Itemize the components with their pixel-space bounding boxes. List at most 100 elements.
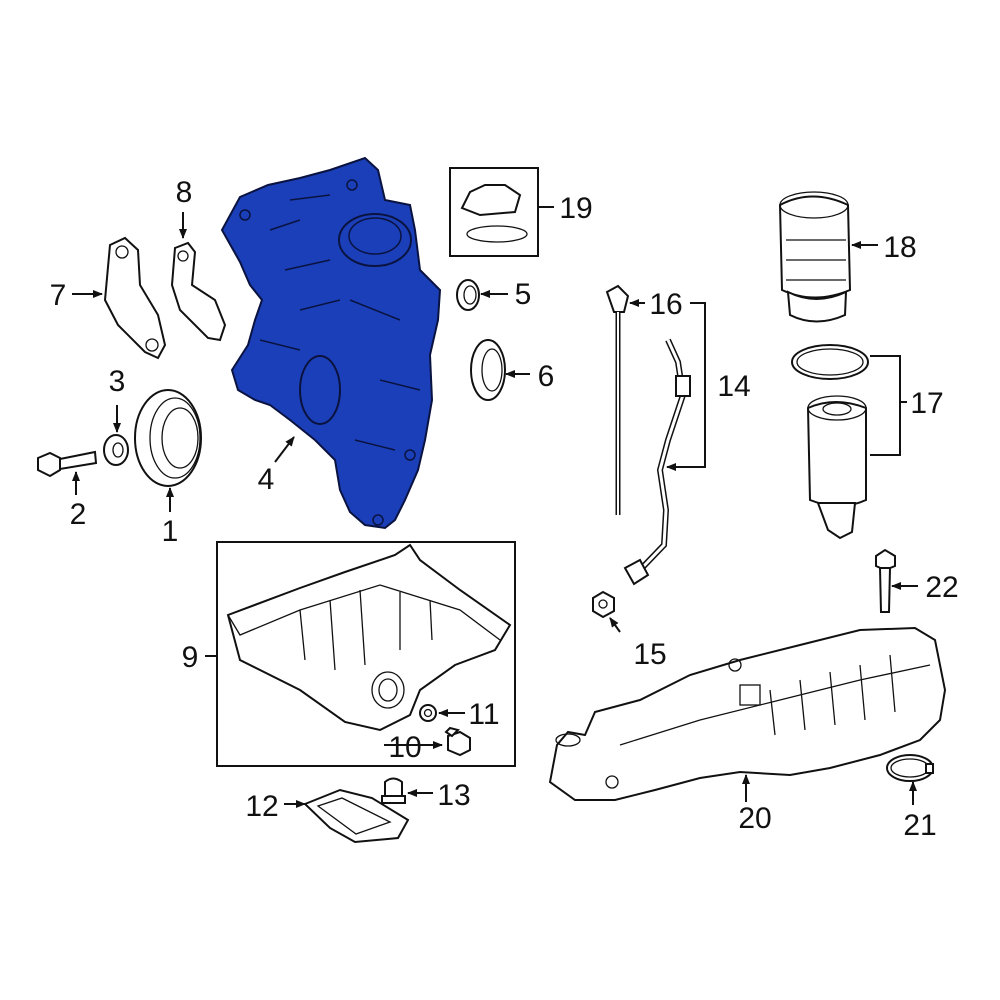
bolt-head[interactable] — [37, 451, 61, 478]
large-seal-inner — [481, 348, 503, 392]
cap-body[interactable] — [460, 184, 522, 217]
drain-plug-thread — [444, 726, 460, 738]
hose-clamp-part[interactable] — [886, 754, 934, 782]
intake-manifold-part[interactable] — [548, 626, 947, 801]
cover-bolt-hole — [239, 209, 251, 221]
filter-element-body[interactable] — [806, 401, 867, 507]
pulley-groove — [149, 397, 201, 479]
bolt-part[interactable] — [37, 450, 98, 478]
callout-10: 10 — [388, 731, 421, 764]
bolt-shank — [59, 450, 98, 471]
filter-cap-body[interactable] — [778, 195, 852, 299]
filter-cap-ribs — [786, 239, 846, 281]
callout-6: 6 — [538, 360, 555, 393]
long-bolt-head[interactable] — [875, 548, 896, 572]
tube-core — [638, 339, 685, 572]
washer-hole — [112, 442, 124, 458]
tube-flange — [623, 558, 650, 586]
callout-3: 3 — [109, 365, 126, 398]
callout-14: 14 — [717, 370, 750, 403]
filter-cap-part[interactable] — [778, 191, 852, 323]
manifold-sensor — [739, 684, 761, 706]
cap-kit-frame — [449, 167, 539, 257]
large-seal-outer[interactable] — [470, 339, 506, 401]
tube-outline[interactable] — [637, 338, 687, 573]
dipstick-part[interactable] — [605, 284, 630, 515]
dipstick-handle[interactable] — [605, 284, 630, 313]
cap-kit-part[interactable] — [449, 167, 539, 257]
oil-pan-ribs — [299, 589, 433, 671]
lower-pan-part[interactable] — [303, 788, 410, 844]
dipstick-tube-part[interactable] — [623, 338, 691, 586]
timing-cover-body[interactable] — [220, 156, 442, 530]
long-bolt-shank — [878, 567, 892, 613]
filter-o-ring-inner — [796, 348, 864, 376]
bracket-body[interactable] — [103, 236, 167, 360]
callout-11: 11 — [468, 698, 499, 731]
lower-pan-inner — [316, 797, 392, 835]
callout-12: 12 — [245, 790, 278, 823]
filter-o-ring[interactable] — [791, 344, 869, 380]
callout-21: 21 — [903, 809, 936, 842]
small-seal-part[interactable] — [456, 279, 480, 311]
manifold-bolt-hole — [605, 775, 619, 789]
timing-cover-part[interactable] — [220, 156, 442, 530]
leader-14 — [666, 302, 706, 471]
bracket-part[interactable] — [103, 236, 167, 360]
oil-pan-part[interactable] — [216, 541, 516, 767]
pulley-outer[interactable] — [134, 389, 202, 487]
oil-pan-body[interactable] — [226, 543, 512, 732]
callout-4: 4 — [258, 463, 275, 496]
filter-element-top — [807, 395, 867, 421]
drain-plug-head[interactable] — [447, 730, 471, 757]
callout-20: 20 — [738, 802, 771, 835]
callout-19: 19 — [559, 192, 592, 225]
nut-part[interactable] — [592, 590, 615, 619]
cover-bolt-hole — [404, 449, 416, 461]
filter-cap-bottom — [786, 290, 848, 323]
gasket-part[interactable] — [170, 241, 227, 342]
drain-washer-hole — [423, 708, 433, 718]
gasket-body[interactable] — [170, 241, 227, 342]
callout-16: 16 — [649, 288, 682, 321]
filter-element-part[interactable] — [791, 344, 869, 540]
filter-element-core — [822, 402, 852, 416]
bracket-hole — [115, 245, 129, 259]
cover-seal-bore — [299, 355, 341, 425]
manifold-boss — [728, 658, 742, 672]
manifold-ridge — [619, 664, 931, 746]
oil-pan-port-inner — [378, 678, 398, 702]
callout-13: 13 — [437, 779, 470, 812]
lower-pan-body[interactable] — [303, 788, 410, 844]
callout-2: 2 — [70, 498, 87, 531]
nut-hole — [598, 599, 608, 609]
manifold-body[interactable] — [548, 626, 947, 801]
cover-bolt-hole — [346, 179, 358, 191]
bracket-hole — [145, 338, 159, 352]
long-bolt-part[interactable] — [875, 548, 896, 613]
cover-bolt-hole — [372, 514, 384, 526]
drain-washer-part[interactable] — [419, 704, 437, 722]
plug-part[interactable] — [381, 777, 406, 804]
callout-5: 5 — [515, 278, 532, 311]
gasket-hole — [177, 250, 189, 262]
callout-22: 22 — [925, 571, 958, 604]
drain-plug-part[interactable] — [444, 726, 471, 757]
pulley-hub — [161, 407, 199, 469]
pulley-part[interactable] — [134, 389, 202, 487]
filter-element-nozzle — [816, 502, 857, 540]
oil-pan-port — [371, 671, 405, 709]
plug-collar — [381, 795, 406, 804]
plug-top[interactable] — [384, 777, 403, 797]
drain-washer-body[interactable] — [419, 704, 437, 722]
nut-body[interactable] — [592, 590, 615, 619]
manifold-runners — [769, 654, 896, 736]
leader-lines — [72, 206, 918, 808]
large-seal-part[interactable] — [470, 339, 506, 401]
washer-body[interactable] — [103, 434, 129, 466]
cap-seal-ring — [466, 225, 528, 243]
washer-part[interactable] — [103, 434, 129, 466]
callout-15: 15 — [633, 638, 666, 671]
callout-7: 7 — [50, 279, 67, 312]
